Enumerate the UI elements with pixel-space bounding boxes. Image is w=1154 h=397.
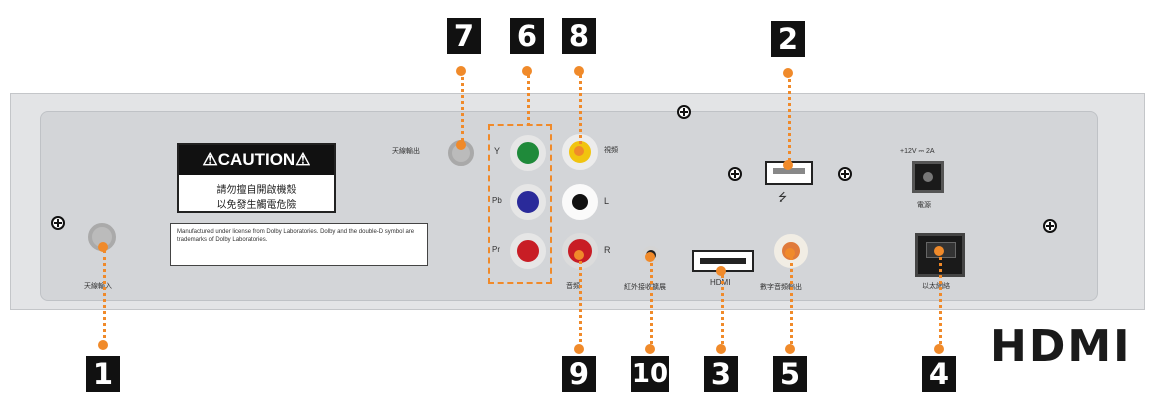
ethernet-label: 以太網絡 (922, 283, 950, 290)
callout-1: 1 (86, 356, 120, 392)
audio-left-label: L (604, 196, 610, 206)
callout-6: 6 (510, 18, 544, 54)
warning-icon: ⚠ (295, 150, 311, 169)
dolby-notice: Manufactured under license from Dolby La… (170, 223, 428, 266)
callout-5: 5 (773, 356, 807, 392)
callout-8: 8 (562, 18, 596, 54)
rf-output-label: 天線輸出 (392, 148, 420, 155)
hdmi-logo: HDMI (990, 321, 1132, 372)
audio-left-jack (562, 184, 598, 220)
pb-label: Pb (492, 196, 502, 205)
audio-label: 音頻 (566, 283, 580, 290)
callout-3: 3 (704, 356, 738, 392)
component-pr-jack (510, 233, 546, 269)
screw-icon (728, 167, 742, 181)
hdmi-port-label: HDMI (710, 278, 731, 287)
screw-icon (1043, 219, 1057, 233)
callout-2: 2 (771, 21, 805, 57)
power-label: 電源 (917, 202, 931, 209)
power-jack (912, 161, 944, 193)
screw-icon (677, 105, 691, 119)
ir-label: 紅外接收擴展 (624, 284, 666, 291)
component-pb-jack (510, 184, 546, 220)
callout-7: 7 (447, 18, 481, 54)
video-label: 視頻 (604, 147, 618, 154)
y-label: Y (494, 146, 501, 156)
caution-title: ⚠CAUTION⚠ (179, 145, 334, 175)
callout-9: 9 (562, 356, 596, 392)
callout-4: 4 (922, 356, 956, 392)
callout-10: 10 (631, 356, 669, 392)
component-y-jack (510, 135, 546, 171)
caution-line-2: 以免發生觸電危險 (216, 200, 297, 211)
screw-icon (51, 216, 65, 230)
screw-icon (838, 167, 852, 181)
spdif-label: 數字音頻輸出 (760, 284, 802, 291)
pr-label: Pr (492, 245, 500, 254)
audio-right-label: R (604, 245, 611, 255)
component-video-group (488, 124, 552, 284)
caution-line-1: 請勿擅自開啟機殼 (216, 185, 297, 196)
power-spec-label: +12V ⎓ 2A (900, 148, 935, 155)
rf-input-label: 天線輸入 (84, 283, 112, 290)
caution-label: ⚠CAUTION⚠ 請勿擅自開啟機殼 以免發生觸電危險 (177, 143, 336, 213)
warning-icon: ⚠ (202, 150, 218, 169)
usb-icon: ⭍ (778, 192, 788, 204)
